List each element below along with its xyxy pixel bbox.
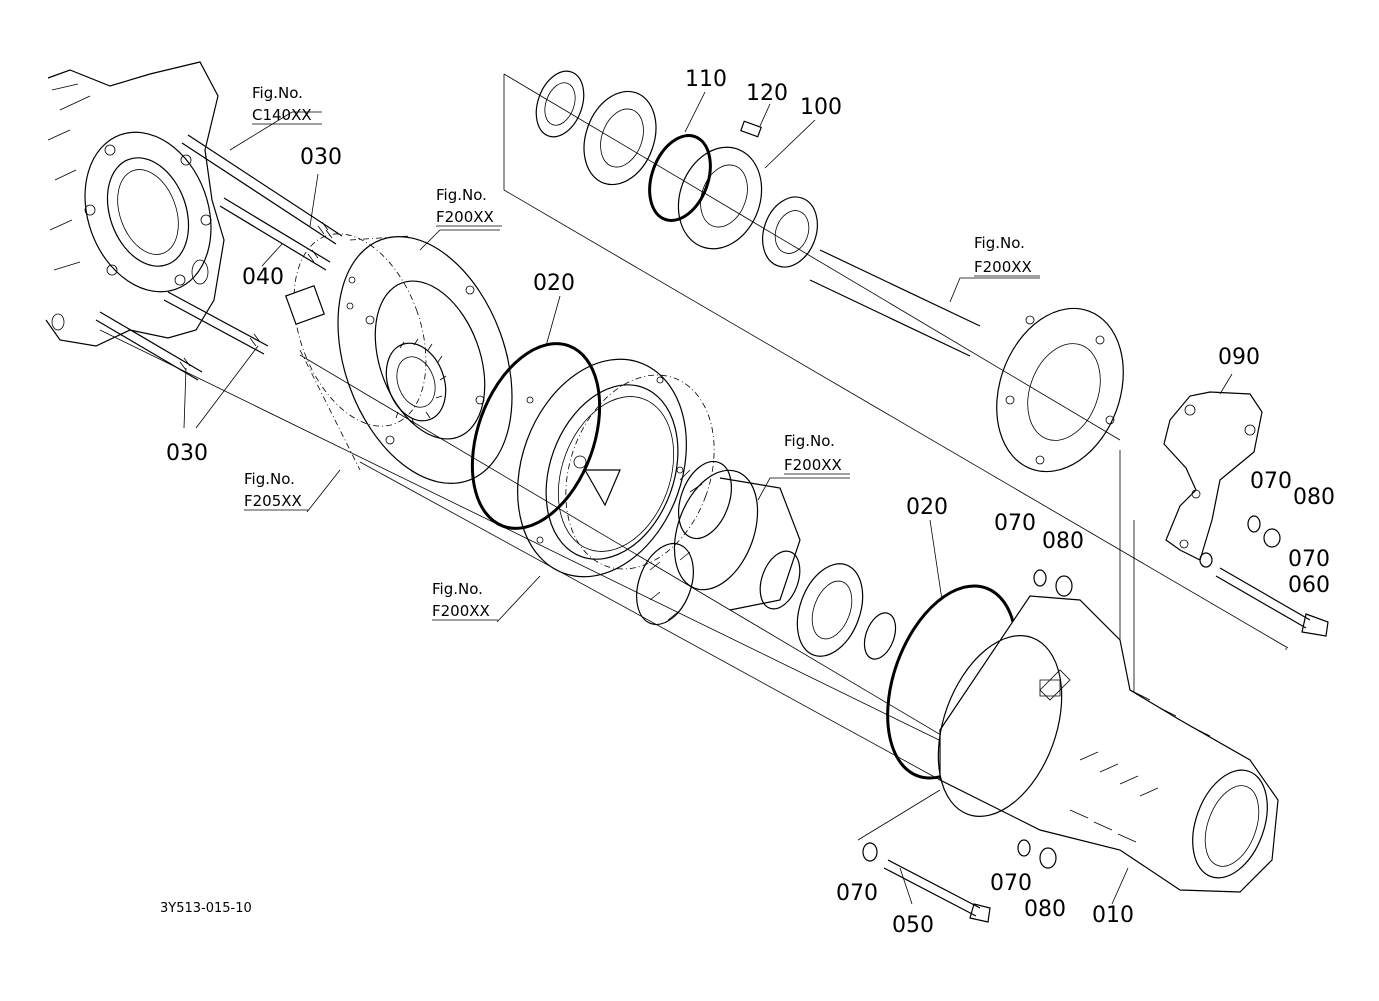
label-080-bottom: 080 bbox=[1024, 897, 1066, 922]
label-090: 090 bbox=[1218, 345, 1260, 370]
engine-block-outline bbox=[45, 61, 225, 347]
fig-ref-code: F200XX bbox=[784, 456, 842, 474]
label-030-bottom: 030 bbox=[166, 441, 208, 466]
figure-references: Fig.No. C140XX Fig.No. F200XX Fig.No. F2… bbox=[244, 84, 1040, 621]
leader-lines bbox=[183, 91, 1233, 905]
fig-ref-prefix: Fig.No. bbox=[252, 84, 303, 102]
label-120: 120 bbox=[746, 81, 788, 106]
label-100: 100 bbox=[800, 95, 842, 120]
label-020-rear: 020 bbox=[906, 495, 948, 520]
fig-ref-code: F200XX bbox=[974, 258, 1032, 276]
carrier-bearing bbox=[796, 563, 897, 660]
sun-gear bbox=[385, 338, 447, 425]
label-070-bottom-right: 070 bbox=[990, 871, 1032, 896]
label-030-top: 030 bbox=[300, 145, 342, 170]
fig-ref-code: F200XX bbox=[432, 602, 490, 620]
fig-ref-code: F205XX bbox=[244, 492, 302, 510]
label-010: 010 bbox=[1092, 903, 1134, 928]
fig-ref-prefix: Fig.No. bbox=[974, 234, 1025, 252]
fig-ref-code: C140XX bbox=[252, 106, 312, 124]
axle-housing bbox=[937, 595, 1279, 893]
o-ring bbox=[470, 342, 602, 530]
fig-ref-prefix: Fig.No. bbox=[432, 580, 483, 598]
fig-ref-prefix: Fig.No. bbox=[784, 432, 835, 450]
bracket bbox=[1163, 391, 1263, 561]
fasteners bbox=[862, 515, 1329, 923]
label-110: 110 bbox=[685, 67, 727, 92]
label-060: 060 bbox=[1288, 573, 1330, 598]
label-020-front: 020 bbox=[533, 271, 575, 296]
fig-ref-prefix: Fig.No. bbox=[244, 470, 295, 488]
stud-bolts bbox=[95, 134, 343, 381]
label-070-bottom-left: 070 bbox=[836, 881, 878, 906]
label-040: 040 bbox=[242, 265, 284, 290]
planet-carrier bbox=[636, 460, 801, 626]
label-070-bolt: 070 bbox=[1288, 547, 1330, 572]
axle-shaft bbox=[535, 70, 1124, 473]
fig-ref-prefix: Fig.No. bbox=[436, 186, 487, 204]
label-070-bracket: 070 bbox=[1250, 469, 1292, 494]
ring-gear bbox=[517, 358, 715, 578]
label-080-bracket: 080 bbox=[1293, 485, 1335, 510]
pump-housing bbox=[285, 233, 513, 484]
label-050: 050 bbox=[892, 913, 934, 938]
fig-ref-code: F200XX bbox=[436, 208, 494, 226]
part-labels: 110 120 100 030 040 020 090 030 070 080 … bbox=[166, 67, 1335, 938]
drawing-code: 3Y513-015-10 bbox=[160, 901, 252, 916]
label-070-top: 070 bbox=[994, 511, 1036, 536]
label-080-top: 080 bbox=[1042, 529, 1084, 554]
